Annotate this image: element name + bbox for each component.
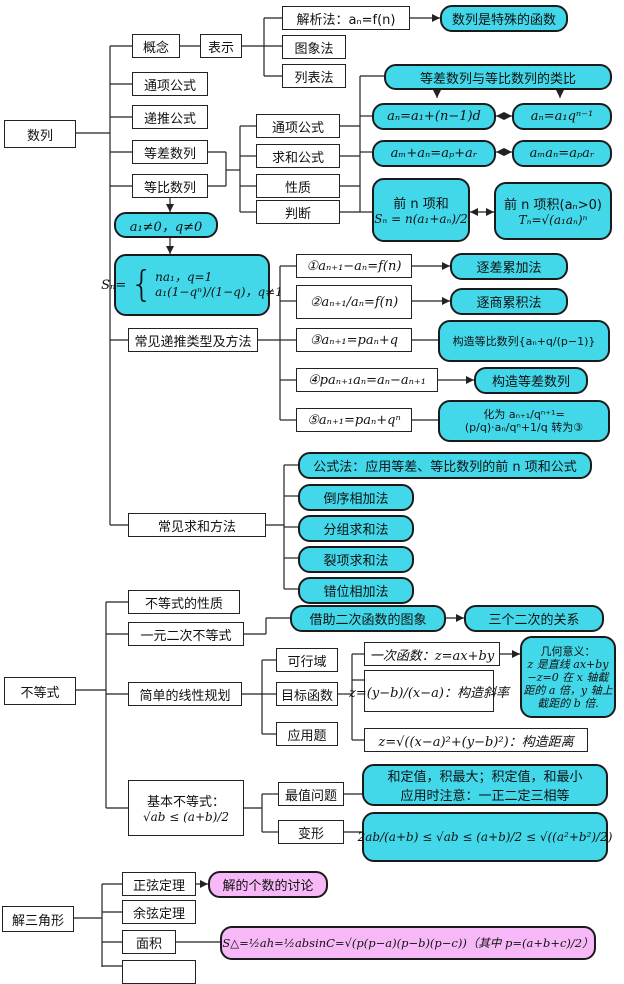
geo-prod-title: 前 n 项积(aₙ>0) xyxy=(504,198,602,213)
arith-sum-box[interactable]: 前 n 项和 Sₙ = n(a₁+aₙ)/2 xyxy=(372,178,470,242)
linear-programming[interactable]: 简单的线性规划 xyxy=(128,682,242,706)
geo-sum-box[interactable]: Sₙ= { na₁，q=1 a₁(1−qⁿ)/(1−q)，q≠1 xyxy=(101,254,283,316)
geo-meaning-5: 截距的 b 倍. xyxy=(537,696,599,710)
rec-type-2[interactable]: ②aₙ₊₁/aₙ=f(n) xyxy=(296,285,412,319)
geo-term-formula[interactable]: aₙ=a₁qⁿ⁻¹ xyxy=(512,103,612,130)
concept-node[interactable]: 概念 xyxy=(132,34,180,58)
arith-node[interactable]: 等差数列 xyxy=(132,140,208,164)
sum-method-split[interactable]: 裂项求和法 xyxy=(298,546,414,573)
represent-node[interactable]: 表示 xyxy=(200,34,242,58)
geo-prod-box[interactable]: 前 n 项积(aₙ>0) Tₙ=√(a₁aₙ)ⁿ xyxy=(494,182,612,240)
triangle-extra[interactable] xyxy=(122,960,196,984)
prop-judge[interactable]: 判断 xyxy=(256,200,340,224)
extreme-problem[interactable]: 最值问题 xyxy=(278,782,344,806)
rec-method-2[interactable]: 逐商累积法 xyxy=(450,288,568,315)
basic-ineq[interactable]: 基本不等式： √ab ≤ (a+b)/2 xyxy=(128,780,244,836)
sum-method-group[interactable]: 分组求和法 xyxy=(298,515,414,542)
extreme-note[interactable]: 和定值，积最大；积定值，和最小 应用时注意：一正二定三相等 xyxy=(362,764,608,806)
cosine-law[interactable]: 余弦定理 xyxy=(122,900,196,924)
area-node[interactable]: 面积 xyxy=(122,930,176,954)
area-formula[interactable]: S△=½ah=½absinC=√(p(p−a)(p−b)(p−c))（其中 p=… xyxy=(220,926,596,960)
rep-analytic[interactable]: 解析法：aₙ=f(n) xyxy=(282,6,410,30)
sine-note[interactable]: 解的个数的讨论 xyxy=(208,871,328,898)
geo-sum-case-2: a₁(1−qⁿ)/(1−q)，q≠1 xyxy=(155,285,283,299)
geo-prop-formula[interactable]: aₘaₙ=aₚaᵣ xyxy=(512,140,612,167)
transform-formula[interactable]: 2ab/(a+b) ≤ √ab ≤ (a+b)/2 ≤ √((a²+b²)/2) xyxy=(358,812,612,862)
triangle-root[interactable]: 解三角形 xyxy=(2,906,74,932)
rep-graph[interactable]: 图象法 xyxy=(282,35,346,59)
ineq-properties[interactable]: 不等式的性质 xyxy=(128,590,240,614)
extreme-note-2: 应用时注意：一正二定三相等 xyxy=(400,789,570,804)
geo-meaning-1: 几何意义： xyxy=(540,644,596,658)
sum-method-formula[interactable]: 公式法：应用等差、等比数列的前 n 项和公式 xyxy=(298,452,592,479)
rec-type-5[interactable]: ⑤aₙ₊₁=paₙ+qⁿ xyxy=(296,408,412,432)
geo-meaning-2: z 是直线 ax+by xyxy=(527,657,609,671)
rec-type-3[interactable]: ③aₙ₊₁=paₙ+q xyxy=(296,328,412,352)
geo-sum-case-1: na₁，q=1 xyxy=(155,270,213,284)
three-quadratics[interactable]: 三个二次的关系 xyxy=(464,605,604,632)
transform-node[interactable]: 变形 xyxy=(278,820,344,844)
prop-sum[interactable]: 求和公式 xyxy=(256,144,340,168)
prop-property[interactable]: 性质 xyxy=(256,174,340,198)
arith-prop-formula[interactable]: aₘ+aₙ=aₚ+aᵣ xyxy=(372,140,496,167)
sequence-root[interactable]: 数列 xyxy=(4,120,76,148)
rec-method-5[interactable]: 化为 aₙ₊₁/qⁿ⁺¹=(p/q)·aₙ/qⁿ+1/q 转为③ xyxy=(438,400,610,442)
rec-type-4[interactable]: ④paₙ₊₁aₙ=aₙ−aₙ₊₁ xyxy=(296,368,438,392)
analogy-title[interactable]: 等差数列与等比数列的类比 xyxy=(384,64,612,90)
lp-objective[interactable]: 目标函数 xyxy=(276,682,338,706)
arith-sum-title: 前 n 项和 xyxy=(393,197,449,212)
extreme-note-1: 和定值，积最大；积定值，和最小 xyxy=(387,770,583,785)
recursive-types-node[interactable]: 常见递推类型及方法 xyxy=(128,328,258,352)
sum-methods-node[interactable]: 常见求和方法 xyxy=(128,513,266,537)
basic-ineq-title: 基本不等式： xyxy=(146,795,225,810)
rec-method-1[interactable]: 逐差累加法 xyxy=(450,253,568,280)
prop-term[interactable]: 通项公式 xyxy=(256,114,340,138)
rep-note[interactable]: 数列是特殊的函数 xyxy=(440,5,568,32)
general-term-node[interactable]: 通项公式 xyxy=(132,72,208,96)
geo-meaning-3: −z=0 在 x 轴截 xyxy=(527,670,609,684)
obj-slope[interactable]: z=(y−b)/(x−a)：构造斜率 xyxy=(349,670,509,712)
geo-sum-label: Sₙ= xyxy=(101,277,127,293)
geo-condition[interactable]: a₁≠0，q≠0 xyxy=(114,212,218,238)
obj-linear[interactable]: 一次函数：z=ax+by xyxy=(364,642,500,666)
rep-table[interactable]: 列表法 xyxy=(282,64,346,88)
rec-method-3[interactable]: 构造等比数列{aₙ+q/(p−1)} xyxy=(438,320,610,362)
brace-icon: { xyxy=(130,264,154,305)
geo-meaning[interactable]: 几何意义： z 是直线 ax+by −z=0 在 x 轴截 距的 a 倍，y 轴… xyxy=(520,636,616,718)
quadratic-ineq[interactable]: 一元二次不等式 xyxy=(128,622,244,646)
lp-application[interactable]: 应用题 xyxy=(276,722,338,746)
recursive-node[interactable]: 递推公式 xyxy=(132,105,208,129)
inequality-root[interactable]: 不等式 xyxy=(4,677,76,705)
sum-method-shift[interactable]: 错位相加法 xyxy=(298,577,414,604)
quad-graph[interactable]: 借助二次函数的图象 xyxy=(290,605,446,632)
sum-method-reverse[interactable]: 倒序相加法 xyxy=(298,484,414,511)
geo-sum-cases: na₁，q=1 a₁(1−qⁿ)/(1−q)，q≠1 xyxy=(155,270,283,300)
geo-meaning-4: 距的 a 倍，y 轴上 xyxy=(523,683,613,697)
rec-method-4[interactable]: 构造等差数列 xyxy=(474,367,588,394)
arith-term-formula[interactable]: aₙ=a₁+(n−1)d xyxy=(372,103,496,130)
geo-node[interactable]: 等比数列 xyxy=(132,174,208,198)
arith-sum-formula: Sₙ = n(a₁+aₙ)/2 xyxy=(374,212,468,226)
sine-law[interactable]: 正弦定理 xyxy=(122,872,196,896)
geo-prod-formula: Tₙ=√(a₁aₙ)ⁿ xyxy=(518,213,588,227)
basic-ineq-formula: √ab ≤ (a+b)/2 xyxy=(142,810,230,824)
rec-type-1[interactable]: ①aₙ₊₁−aₙ=f(n) xyxy=(296,254,412,278)
lp-feasible[interactable]: 可行域 xyxy=(276,648,338,672)
obj-distance[interactable]: z=√((x−a)²+(y−b)²)：构造距离 xyxy=(364,728,588,752)
